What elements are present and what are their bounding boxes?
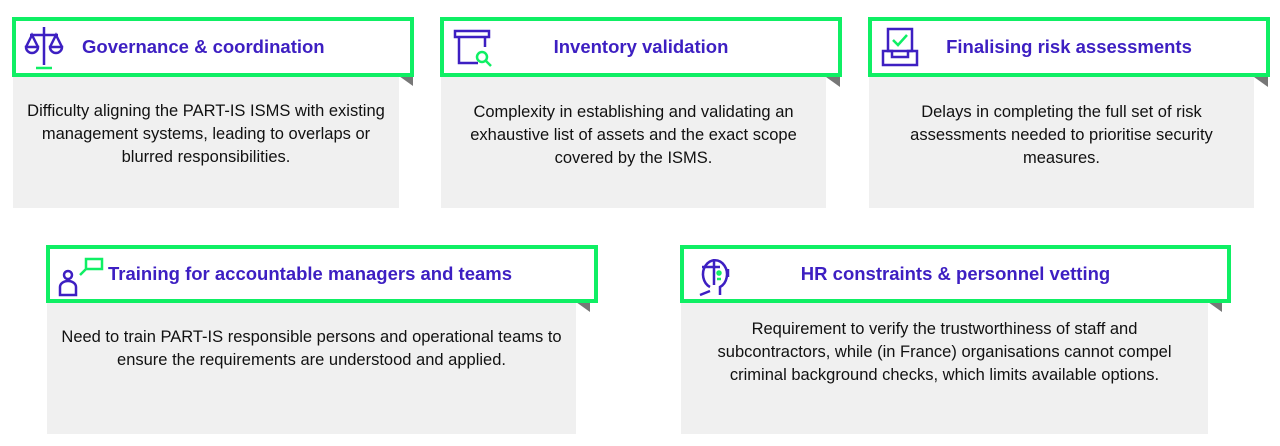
card-title: Governance & coordination (82, 36, 325, 57)
inventory-search-icon (453, 29, 492, 67)
card-title: Training for accountable managers and te… (108, 263, 513, 284)
card-title: Finalising risk assessments (946, 36, 1192, 57)
person-speech-icon (58, 257, 104, 297)
card-title: Inventory validation (553, 36, 729, 57)
card-description: Difficulty aligning the PART-IS ISMS wit… (27, 102, 385, 166)
card-body: Requirement to verify the trustworthines… (681, 302, 1208, 434)
fold-corner (1254, 77, 1268, 87)
card-description: Delays in completing the full set of ris… (910, 103, 1213, 167)
card-description: Need to train PART-IS responsible person… (61, 328, 562, 369)
card-header: Inventory validation (440, 17, 842, 77)
card-body: Complexity in establishing and validatin… (441, 77, 826, 208)
card-header: Governance & coordination (12, 17, 414, 77)
card-body: Delays in completing the full set of ris… (869, 77, 1254, 208)
card-header: HR constraints & personnel vetting (680, 245, 1231, 303)
checked-tray-icon (881, 27, 919, 67)
head-profile-icon (699, 259, 730, 297)
card-description: Complexity in establishing and validatin… (470, 103, 797, 167)
fold-corner (576, 302, 590, 312)
card-description: Requirement to verify the trustworthines… (717, 320, 1172, 384)
fold-corner (1208, 302, 1222, 312)
scales-icon (24, 27, 64, 70)
card-title: HR constraints & personnel vetting (800, 263, 1111, 284)
card-header: Finalising risk assessments (868, 17, 1270, 77)
card-header: Training for accountable managers and te… (46, 245, 598, 303)
card-body: Difficulty aligning the PART-IS ISMS wit… (13, 76, 399, 208)
fold-corner (399, 76, 413, 86)
card-body: Need to train PART-IS responsible person… (47, 302, 576, 434)
fold-corner (826, 77, 840, 87)
